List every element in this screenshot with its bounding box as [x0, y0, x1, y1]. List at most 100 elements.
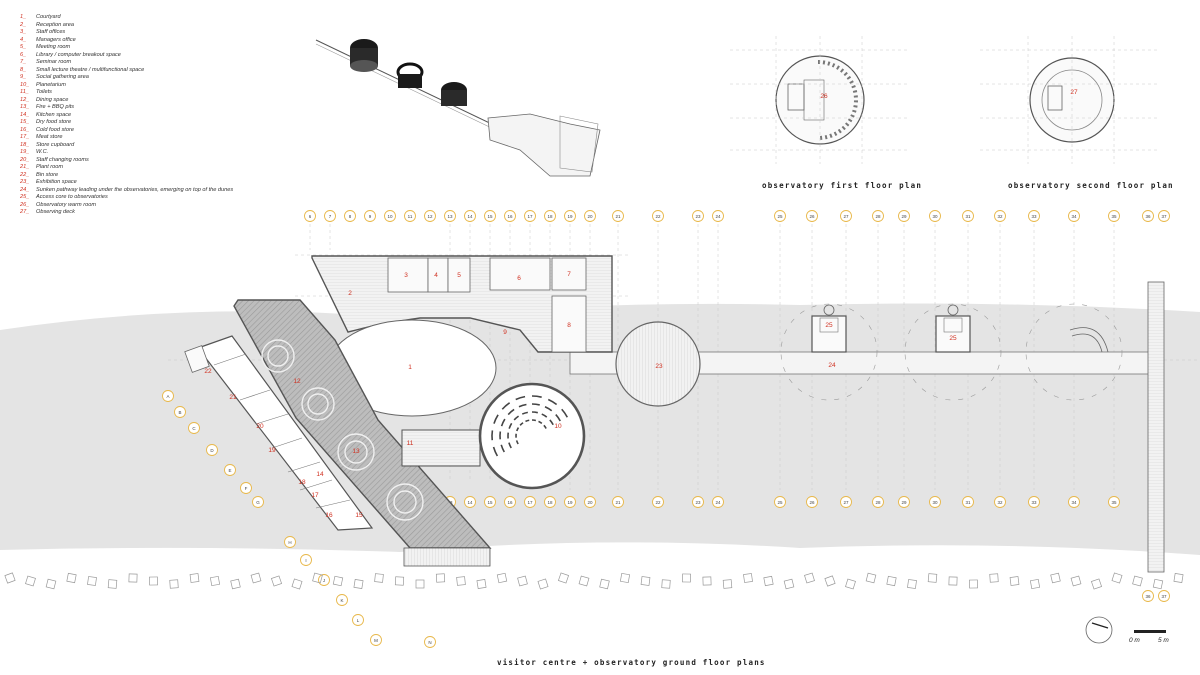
room-number-label: 21: [229, 394, 237, 401]
legend-label: Exhibition space: [36, 179, 77, 185]
grid-bubble: [370, 634, 382, 646]
legend-number: 24_: [20, 186, 30, 193]
grid-bubble-label: 22: [655, 214, 661, 219]
legend-item: 27_Observing deck: [20, 209, 320, 217]
legend-item: 14_Kitchen space: [20, 112, 320, 120]
planetarium-seat-row: [521, 411, 528, 415]
dune-marker: [1111, 572, 1123, 584]
grid-bubble: [336, 594, 348, 606]
grid-bubble: [1068, 496, 1080, 508]
legend-label: W.C.: [36, 149, 49, 155]
grid-bubble: [1028, 496, 1040, 508]
grid-bubble: [404, 210, 416, 222]
legend-item: 19_W.C.: [20, 149, 320, 157]
grid-bubble-label: 17: [527, 500, 533, 505]
grid-bubble: [1108, 496, 1120, 508]
legend-item: 26_Observatory warm room: [20, 202, 320, 210]
grid-bubble-label: 33: [1031, 500, 1037, 505]
dune-marker: [1029, 578, 1041, 590]
legend-label: Dry food store: [36, 119, 72, 125]
dune-marker: [804, 572, 815, 584]
dune-marker: [907, 579, 917, 589]
room-number-label: 25: [949, 335, 957, 342]
planetarium-seat-row: [507, 408, 515, 416]
grid-bubble: [929, 496, 941, 508]
boardwalk-ramp: [1147, 281, 1165, 573]
grid-bubble: [872, 210, 884, 222]
legend-item: 24_Sunken pathway leading under the obse…: [20, 187, 320, 195]
room-number-label: 5: [457, 272, 461, 279]
grid-bubble: [692, 210, 704, 222]
room-number-label: 19: [268, 447, 276, 454]
dune-marker: [969, 579, 978, 589]
dune-marker: [927, 573, 938, 583]
dune-marker: [87, 576, 97, 586]
dune-marker: [783, 578, 795, 590]
grid-bubble-label: 23: [695, 500, 701, 505]
dune-marker: [989, 573, 999, 583]
grid-bubble: [544, 496, 556, 508]
room-number-label: 12: [293, 378, 301, 385]
grid-bubble: [652, 210, 664, 222]
legend-number: 6_: [20, 51, 27, 58]
legend-item: 13_Fire + BBQ pits: [20, 104, 320, 112]
planetarium-seat-row: [541, 413, 548, 418]
grid-bubble: [692, 496, 704, 508]
grid-bubble: [484, 210, 496, 222]
legend-label: Kitchen space: [36, 111, 72, 118]
legend-item: 6_Library / computer breakout space: [20, 52, 320, 60]
legend-label: Staff offices: [36, 29, 66, 35]
dune-marker: [1050, 572, 1061, 584]
grid-bubble-label: 22: [655, 500, 661, 505]
legend-item: 15_Dry food store: [20, 119, 320, 127]
grid-bubble: [1142, 210, 1154, 222]
grid-bubble: [712, 210, 724, 222]
toilets-block: [401, 429, 481, 467]
legend-number: 17_: [20, 134, 30, 140]
grid-bubble-label: D: [210, 448, 214, 453]
grid-bubble-label: 15: [487, 214, 493, 219]
dune-marker: [640, 576, 651, 586]
grid-bubble-label: 16: [507, 500, 513, 505]
room-number-label: 27: [1070, 89, 1078, 96]
grid-bubble: [929, 210, 941, 222]
legend-item: 4_Managers office: [20, 37, 320, 45]
grid-bubble-label: 36: [1145, 214, 1151, 219]
grid-bubble-label: 29: [901, 500, 907, 505]
planetarium-seat-row: [531, 411, 538, 414]
room-number-label: 16: [325, 512, 333, 519]
legend-item: 17_Meat store: [20, 134, 320, 142]
grid-bubble-label: G: [256, 500, 260, 505]
room-number-label: 10: [554, 423, 562, 430]
grid-bubble-label: 35: [1111, 500, 1117, 505]
grid-bubble: [224, 464, 236, 476]
grid-bubble: [994, 496, 1006, 508]
grid-bubble-label: 27: [843, 500, 849, 505]
legend-label: Access core to observatories: [36, 194, 108, 200]
dune-marker: [107, 579, 118, 589]
room-number-label: 24: [828, 362, 836, 369]
north-arrow: [1085, 616, 1113, 644]
grid-bubble-label: 6: [309, 214, 312, 219]
fire-bbq-pits: [261, 339, 424, 521]
legend-label: Toilets: [36, 89, 52, 95]
grid-bubble-label: E: [228, 468, 231, 473]
dune-marker: [45, 578, 57, 590]
grid-bubble-label: 34: [1071, 214, 1077, 219]
legend-label: Cold food store: [36, 126, 74, 133]
legend-label: Observatory warm room: [36, 201, 96, 208]
grid-bubble-label: 37: [1161, 214, 1167, 219]
grid-bubble-label: 8: [349, 214, 352, 219]
grid-bubble: [962, 496, 974, 508]
grid-bubble: [712, 496, 724, 508]
grid-bubble: [504, 210, 516, 222]
room-number-label: 9: [503, 329, 507, 336]
second-floor-plan-drawing: [980, 36, 1160, 164]
room-number-label: 14: [316, 471, 324, 478]
legend-item: 9_Social gathering area: [20, 74, 320, 82]
dune-marker: [599, 578, 610, 590]
first-floor-plan-drawing: [730, 36, 910, 164]
planetarium-seat-row: [493, 414, 499, 424]
